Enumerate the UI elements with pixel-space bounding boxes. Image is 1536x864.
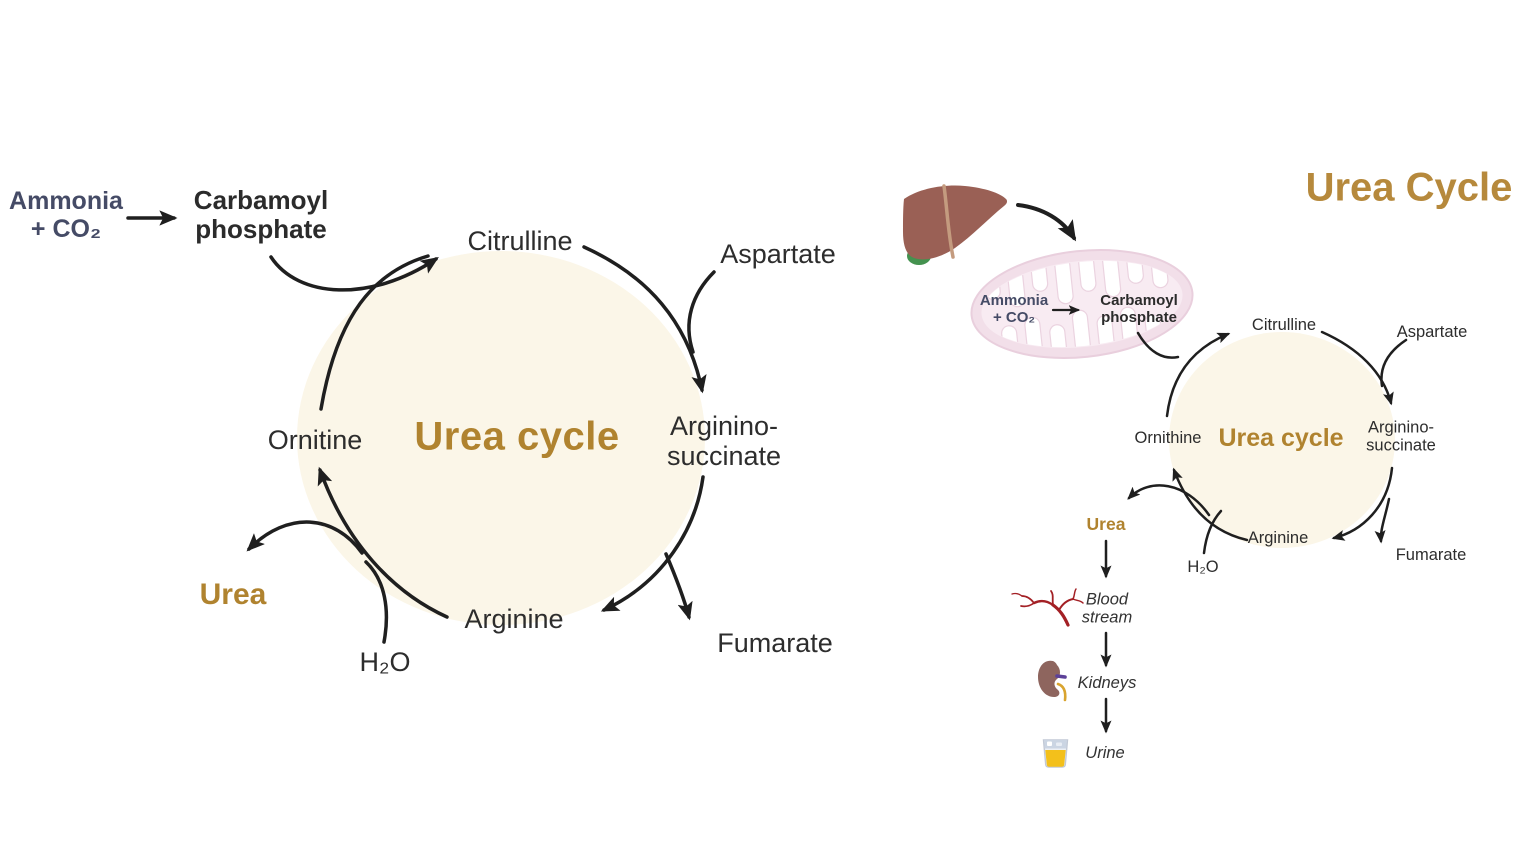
label-urine: Urine (1085, 743, 1125, 762)
liver-icon (903, 184, 1008, 265)
label-blood-stream: Blood stream (1082, 591, 1132, 628)
label-carbamoyl-left-line1: Carbamoyl (193, 184, 329, 215)
arrow-h2o-in-left (364, 560, 389, 644)
label-citrulline-right: Citrulline (1251, 315, 1317, 334)
left-cycle-circle (297, 251, 705, 625)
left-cycle-title: Urea cycle (414, 414, 620, 459)
arrow-fumarate-out-right (1374, 497, 1391, 544)
label-arginine-left: Arginine (464, 603, 564, 634)
mitochondria-icon (970, 249, 1194, 359)
arrow-fumarate-out-left (664, 552, 693, 621)
arrow-urea-out-left (246, 520, 364, 555)
left-cycle-arrows (126, 210, 716, 644)
label-fumarate-left: Fumarate (717, 627, 833, 658)
right-diagram-title: Urea Cycle (1305, 165, 1513, 210)
label-carbamoyl-right-line2: phosphate (1101, 309, 1177, 326)
arrow-aspartate-in-right (1380, 338, 1408, 388)
label-blood-stream-line1: Blood (1085, 590, 1129, 609)
arrow-h2o-in-right (1202, 509, 1223, 555)
label-h2o-left: H₂O (359, 646, 411, 677)
urine-cup-icon (1042, 739, 1069, 768)
label-urea-left: Urea (199, 578, 267, 612)
arrow-carbamoyl-to-citrulline-right (1136, 331, 1180, 359)
label-argininosuccinate-left: Arginino- succinate (667, 411, 781, 471)
right-cycle (903, 184, 1408, 768)
label-ornithine-right: Ornithine (1134, 428, 1202, 447)
left-cycle (126, 210, 716, 644)
arc-citrulline-to-argininosuccinate-right (1320, 330, 1394, 406)
arc-arginine-to-ornithine-left (317, 466, 449, 619)
label-argininosuccinate-right: Arginino- succinate (1366, 419, 1436, 456)
label-ammonia-left: Ammonia + CO₂ (9, 187, 123, 243)
arc-citrulline-to-argininosuccinate-left (582, 245, 707, 394)
blood-vessel-icon (1011, 588, 1084, 627)
label-ammonia-right: Ammonia + CO₂ (979, 292, 1049, 327)
label-kidneys: Kidneys (1077, 673, 1137, 692)
label-ornithine-left: Ornitine (267, 424, 363, 455)
label-citrulline-left: Citrulline (467, 225, 573, 256)
arrow-liver-to-mitochondria (1016, 203, 1077, 242)
arrow-urea-out-right (1127, 484, 1211, 517)
label-argininosuccinate-right-line1: Arginino- (1367, 418, 1435, 437)
kidney-icon (1038, 660, 1067, 702)
label-blood-stream-line2: stream (1081, 609, 1133, 627)
label-ammonia-left-line1: Ammonia (9, 187, 123, 215)
right-cycle-title: Urea cycle (1218, 424, 1344, 452)
label-carbamoyl-left: Carbamoyl phosphate (193, 184, 329, 244)
label-argininosuccinate-left-line2: succinate (666, 441, 782, 471)
label-argininosuccinate-left-line1: Arginino- (669, 410, 779, 441)
label-aspartate-left: Aspartate (720, 238, 836, 269)
label-ammonia-left-line2: + CO₂ (30, 215, 102, 243)
label-carbamoyl-left-line2: phosphate (195, 214, 327, 244)
arc-ornithine-to-citrulline-right (1165, 332, 1231, 418)
arc-argininosuccinate-to-arginine-right (1331, 466, 1394, 541)
label-carbamoyl-right: Carbamoyl phosphate (1100, 292, 1178, 327)
label-fumarate-right: Fumarate (1395, 545, 1467, 564)
arc-arginine-to-ornithine-right (1172, 467, 1249, 542)
label-aspartate-right: Aspartate (1396, 322, 1468, 341)
right-cycle-circle (1169, 332, 1395, 548)
label-ammonia-right-line2: + CO₂ (992, 309, 1036, 326)
arc-argininosuccinate-to-arginine-left (600, 475, 705, 612)
label-carbamoyl-right-line1: Carbamoyl (1100, 292, 1178, 310)
label-urea-right: Urea (1086, 514, 1126, 535)
arrow-aspartate-in-left (687, 270, 716, 354)
label-arginine-right: Arginine (1247, 528, 1309, 547)
right-cycle-arrows (1051, 305, 1408, 555)
arrow-carbamoyl-to-citrulline-left (269, 255, 439, 292)
label-ammonia-right-line1: Ammonia (979, 292, 1049, 310)
label-argininosuccinate-right-line2: succinate (1366, 437, 1436, 455)
arc-ornithine-to-citrulline-left (319, 254, 430, 411)
label-h2o-right: H₂O (1187, 557, 1219, 576)
